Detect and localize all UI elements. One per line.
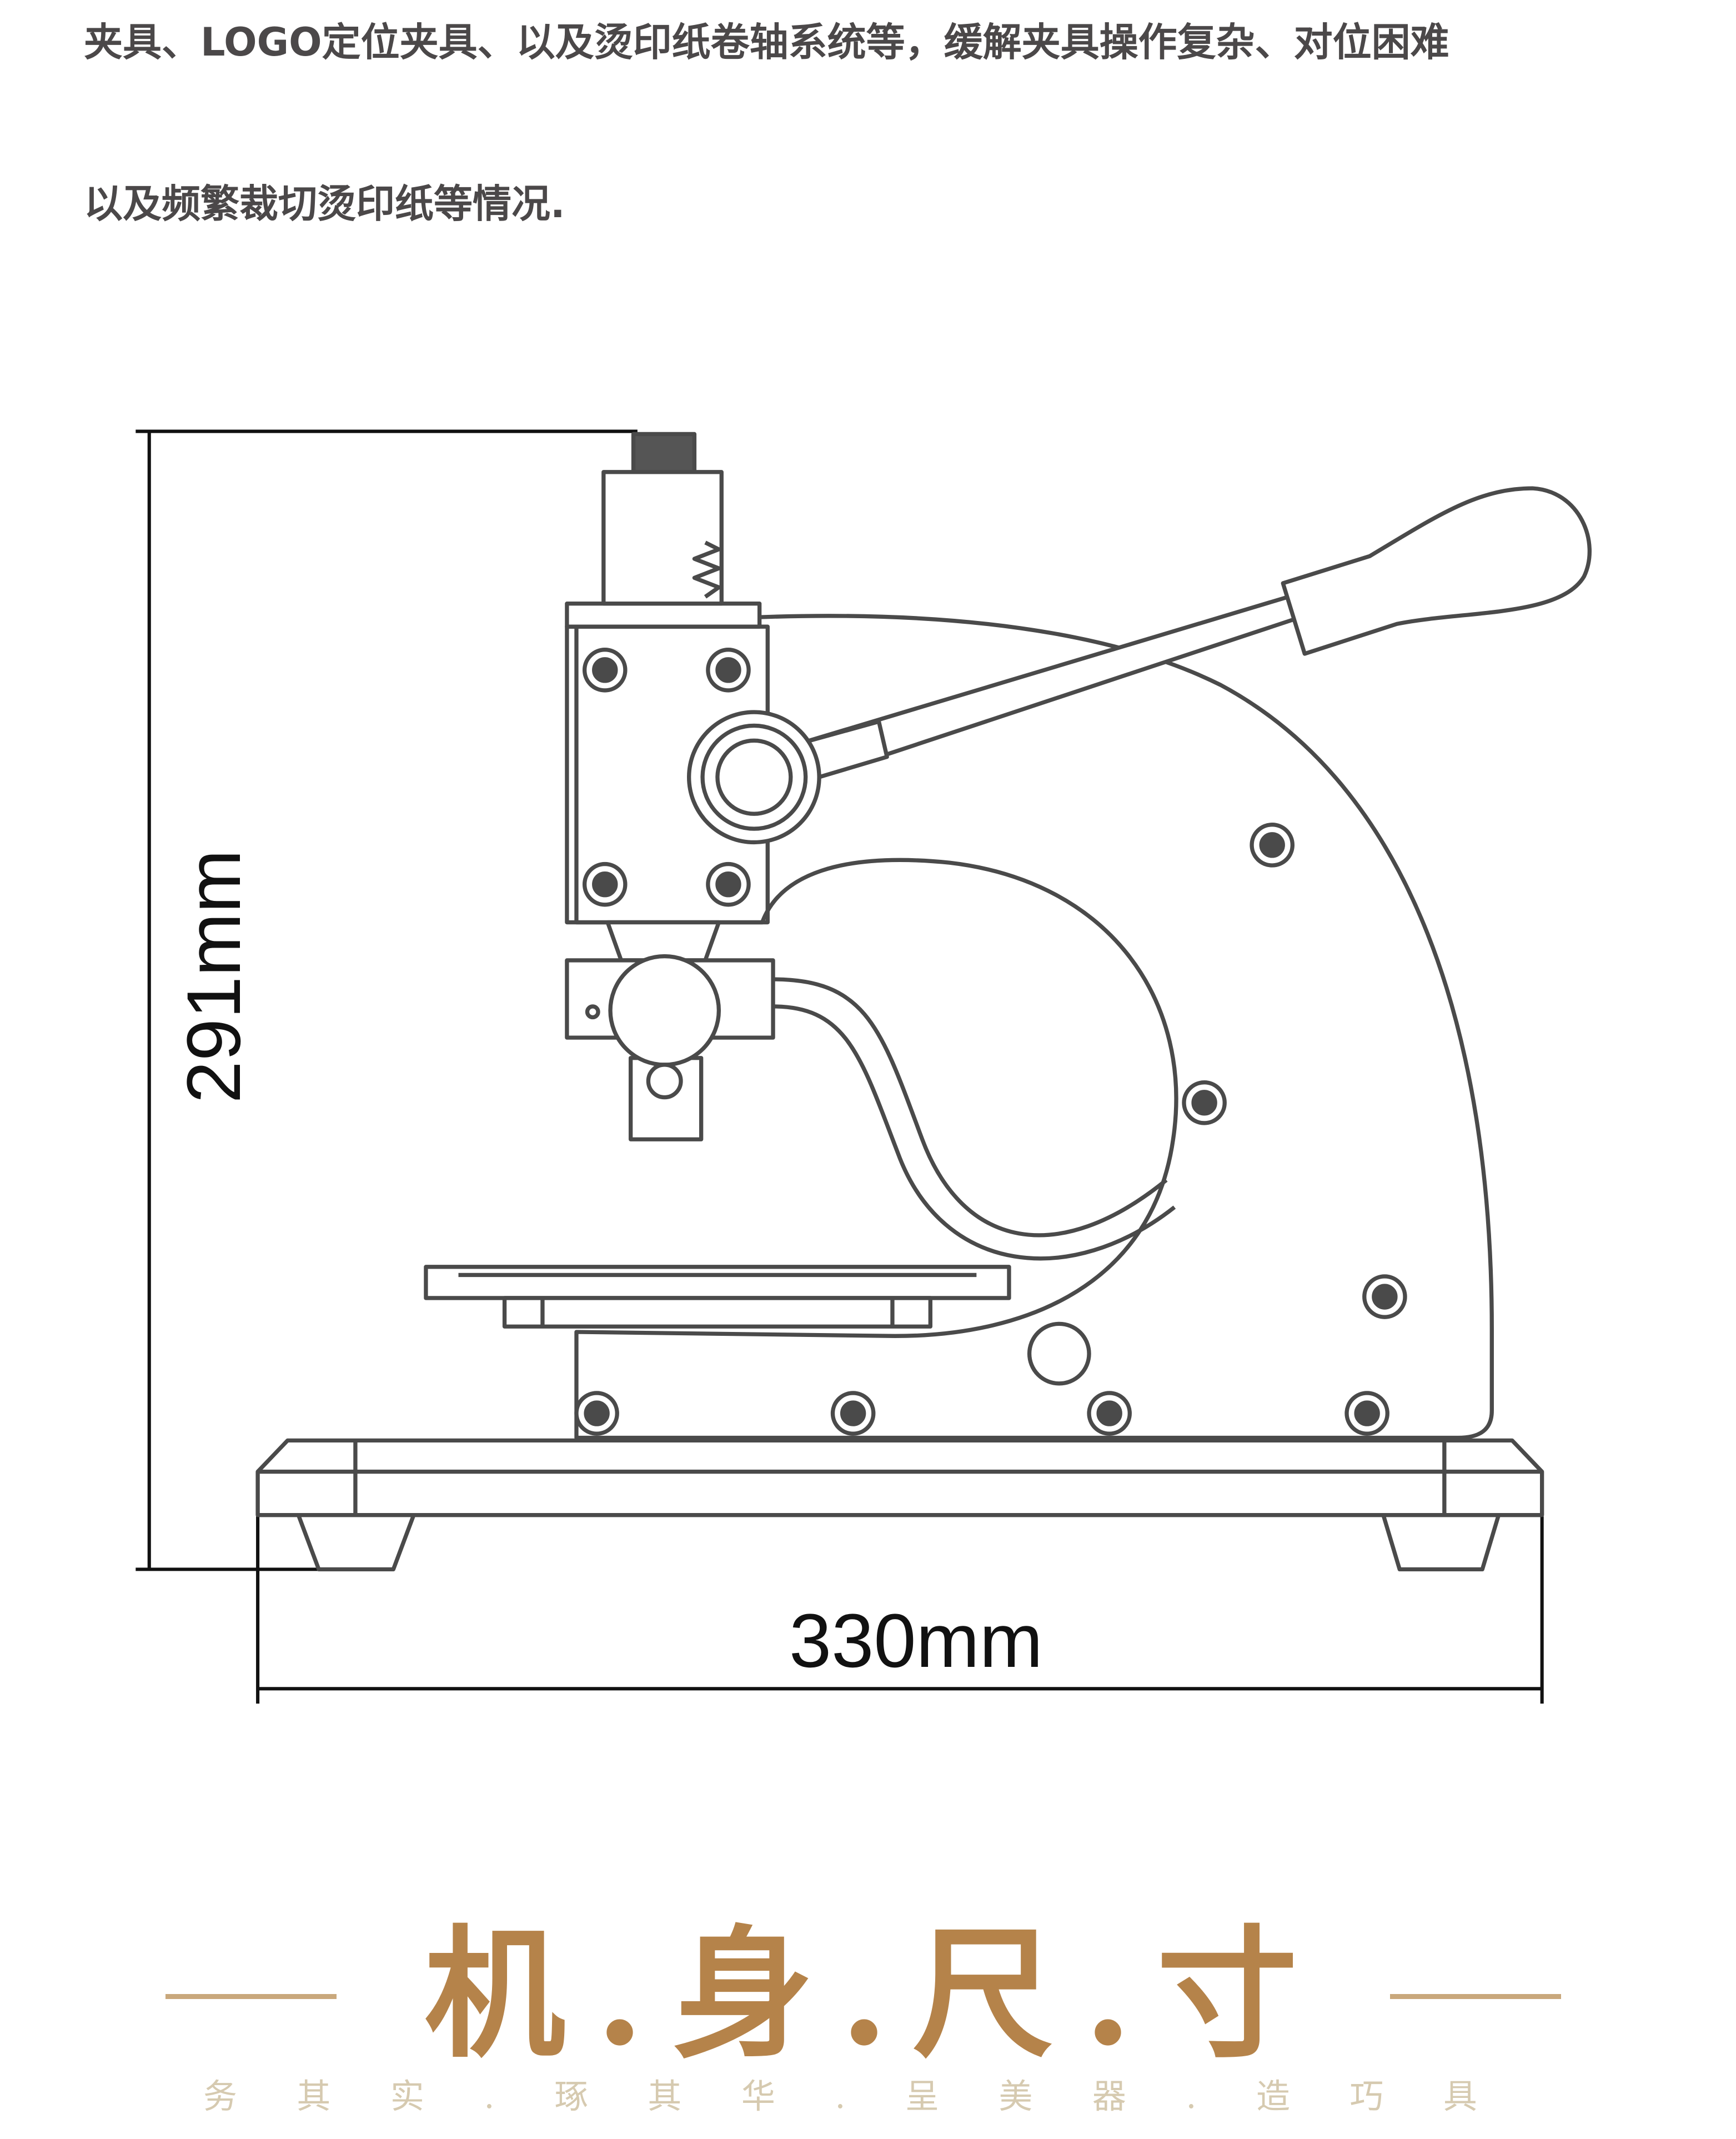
screw-icon bbox=[830, 1391, 876, 1436]
title-separator: . bbox=[1083, 1911, 1133, 2077]
screw-icon bbox=[1087, 1391, 1132, 1436]
dimension-lines bbox=[136, 429, 1544, 1704]
title-separator: . bbox=[595, 1911, 645, 2077]
slogan-char: 琢 bbox=[554, 2077, 589, 2116]
slogan-char: 务 bbox=[203, 2077, 238, 2116]
slogan-char: 其 bbox=[648, 2077, 682, 2116]
screw-icon bbox=[1344, 1391, 1389, 1436]
slogan-char: 巧 bbox=[1349, 2077, 1384, 2116]
screw-icon bbox=[582, 648, 628, 693]
slogan-char: . bbox=[484, 2077, 495, 2116]
title-char: 寸 bbox=[1157, 1911, 1298, 2077]
width-dimension-label: 330mm bbox=[789, 1599, 1043, 1684]
slogan-char: 具 bbox=[1443, 2077, 1477, 2116]
screw-icon bbox=[1250, 823, 1295, 868]
screw-icon bbox=[706, 861, 751, 907]
title-rule-right bbox=[1390, 1994, 1561, 1999]
screw-icon bbox=[574, 1391, 619, 1436]
slogan-char: 器 bbox=[1092, 2077, 1126, 2116]
slogan-char: 造 bbox=[1256, 2077, 1291, 2116]
machine-icon bbox=[255, 432, 1592, 1572]
screw-icon bbox=[582, 861, 628, 907]
slogan-char: . bbox=[835, 2077, 846, 2116]
slogan-char: 实 bbox=[390, 2077, 424, 2116]
screw-icon bbox=[1362, 1274, 1407, 1319]
title-char: 尺 bbox=[912, 1911, 1053, 2077]
description-line-2: 以及频繁裁切烫印纸等情况. bbox=[84, 181, 565, 227]
slogan: 务 其 实 . 琢 其 华 . 呈 美 器 . 造 巧 具 bbox=[203, 2077, 1477, 2116]
slogan-char: . bbox=[1186, 2077, 1197, 2116]
screws bbox=[574, 648, 1407, 1436]
title-char: 身 bbox=[673, 1911, 814, 2077]
slogan-char: 美 bbox=[999, 2077, 1033, 2116]
title-rule-left bbox=[165, 1994, 337, 1999]
title-char: 机 bbox=[424, 1911, 565, 2077]
slogan-char: 其 bbox=[297, 2077, 331, 2116]
slogan-char: 呈 bbox=[905, 2077, 940, 2116]
screw-icon bbox=[1182, 1080, 1227, 1125]
slogan-char: 华 bbox=[741, 2077, 775, 2116]
screw-icon bbox=[706, 648, 751, 693]
height-dimension-label: 291mm bbox=[172, 849, 257, 1104]
title-separator: . bbox=[839, 1911, 889, 2077]
description-line-1: 夹具、LOGO定位夹具、以及烫印纸卷轴系统等，缓解夹具操作复杂、对位困难 bbox=[84, 19, 1449, 65]
